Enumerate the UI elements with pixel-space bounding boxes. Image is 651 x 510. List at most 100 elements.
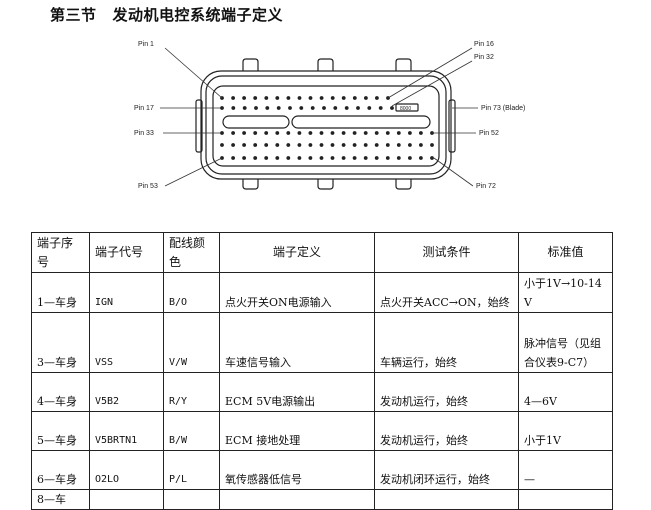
connector-pin bbox=[396, 156, 401, 160]
cell-condition bbox=[374, 489, 519, 510]
connector-pin bbox=[408, 143, 412, 147]
table-header-row: 端子序号 端子代号 配线颜色 端子定义 测试条件 标准值 bbox=[31, 232, 613, 273]
connector-pin bbox=[310, 106, 315, 110]
cell-condition: 车辆运行，始终 bbox=[374, 312, 519, 373]
connector-pin bbox=[231, 131, 236, 135]
connector-pin bbox=[363, 143, 368, 147]
connector-pin bbox=[375, 96, 379, 100]
connector-pin bbox=[297, 143, 302, 147]
connector-pin bbox=[330, 131, 335, 135]
connector-pin bbox=[378, 106, 383, 110]
pin32-label: Pin 32 bbox=[474, 54, 494, 61]
connector-pin bbox=[356, 106, 360, 110]
pin33-label: Pin 33 bbox=[134, 130, 154, 137]
connector-pin bbox=[231, 96, 236, 100]
connector-pin bbox=[352, 131, 357, 135]
connector-pin bbox=[374, 143, 379, 147]
cell-value: 小于1V→10-14V bbox=[518, 272, 613, 313]
cell-condition: 发动机运行，始终 bbox=[374, 372, 519, 412]
connector-pin bbox=[374, 131, 379, 135]
connector-pin bbox=[286, 156, 291, 160]
cell-pin: 4—车身 bbox=[31, 372, 90, 412]
terminal-definition-table: 端子序号 端子代号 配线颜色 端子定义 测试条件 标准值 1—车身 IGN B/… bbox=[31, 232, 613, 510]
cell-definition bbox=[219, 489, 375, 510]
connector-pin bbox=[319, 143, 324, 147]
section-title: 发动机电控系统端子定义 bbox=[112, 6, 284, 24]
connector-pin bbox=[319, 131, 324, 135]
connector-pin bbox=[297, 156, 302, 160]
connector-pin bbox=[275, 143, 280, 147]
connector-pin bbox=[242, 106, 247, 110]
connector-pin bbox=[220, 131, 224, 135]
cell-condition: 发动机闭环运行，始终 bbox=[374, 450, 519, 490]
connector-pin bbox=[253, 96, 258, 100]
connector-pin bbox=[242, 143, 247, 147]
cell-code: V5BRTN1 bbox=[89, 411, 164, 451]
cell-code bbox=[89, 489, 164, 510]
cell-value bbox=[518, 489, 613, 510]
cell-definition: 车速信号输入 bbox=[219, 312, 375, 373]
connector-pin bbox=[254, 106, 258, 110]
connector-diagram: 8000 Pin 1 Pin 16 Pin 32 Pin 17 Pin 73 (… bbox=[134, 41, 525, 190]
table-row: 5—车身 V5BRTN1 B/W ECM 接地处理 发动机运行，始终 小于1V bbox=[31, 411, 613, 451]
connector-pin bbox=[319, 96, 324, 100]
cell-definition: 氧传感器低信号 bbox=[219, 450, 375, 490]
cell-value: 小于1V bbox=[518, 411, 613, 451]
connector-pin bbox=[308, 156, 313, 160]
cell-pin: 8—车 bbox=[31, 489, 90, 510]
pin17-label: Pin 17 bbox=[134, 105, 154, 112]
connector-pin bbox=[352, 143, 357, 147]
connector-pin bbox=[322, 106, 326, 110]
connector-pin bbox=[220, 143, 224, 147]
connector-pin bbox=[264, 131, 269, 135]
connector-pin bbox=[408, 131, 412, 135]
connector-pin bbox=[286, 131, 291, 135]
connector-pin bbox=[253, 156, 258, 160]
cell-pin: 5—车身 bbox=[31, 411, 90, 451]
connector-pin bbox=[231, 156, 236, 160]
connector-pin bbox=[341, 143, 346, 147]
cell-condition: 发动机运行，始终 bbox=[374, 411, 519, 451]
pin1-label: Pin 1 bbox=[138, 41, 154, 48]
pin72-label: Pin 72 bbox=[476, 183, 496, 190]
table-row: 4—车身 V5B2 R/Y ECM 5V电源输出 发动机运行，始终 4—6V bbox=[31, 372, 613, 412]
connector-pin bbox=[363, 131, 368, 135]
connector-pin bbox=[286, 96, 291, 100]
connector-pin bbox=[297, 96, 302, 100]
connector-pin bbox=[352, 96, 357, 100]
connector-pin bbox=[330, 143, 335, 147]
connector-pin bbox=[330, 96, 335, 100]
connector-pin bbox=[308, 143, 313, 147]
connector-pin bbox=[319, 156, 324, 160]
cell-code: VSS bbox=[89, 312, 164, 373]
cell-definition: 点火开关ON电源输入 bbox=[219, 272, 375, 313]
connector-pin bbox=[231, 143, 236, 147]
connector-pin bbox=[286, 143, 291, 147]
connector-pin bbox=[341, 96, 346, 100]
connector-pin bbox=[276, 106, 281, 110]
cell-code: IGN bbox=[89, 272, 164, 313]
cell-color: R/Y bbox=[163, 372, 220, 412]
header-definition: 端子定义 bbox=[219, 232, 375, 273]
cell-pin: 1—车身 bbox=[31, 272, 90, 313]
connector-pin bbox=[408, 156, 412, 160]
connector-pin bbox=[288, 106, 292, 110]
connector-pin bbox=[231, 106, 236, 110]
header-condition: 测试条件 bbox=[374, 232, 519, 273]
pin52-label: Pin 52 bbox=[479, 130, 499, 137]
pin53-label: Pin 53 bbox=[138, 183, 158, 190]
table-row: 6—车身 O2LO P/L 氧传感器低信号 发动机闭环运行，始终 — bbox=[31, 450, 613, 490]
pin16-label: Pin 16 bbox=[474, 41, 494, 48]
connector-pin bbox=[364, 96, 368, 100]
connector-pin bbox=[242, 96, 247, 100]
table-row: 8—车 bbox=[31, 489, 613, 510]
connector-pin bbox=[396, 131, 401, 135]
connector-pin bbox=[385, 156, 390, 160]
cell-condition: 点火开关ACC→ON，始终 bbox=[374, 272, 519, 313]
connector-pin bbox=[419, 131, 423, 135]
connector-pin bbox=[430, 143, 434, 147]
cell-color bbox=[163, 489, 220, 510]
header-color: 配线颜色 bbox=[163, 232, 220, 273]
connector-pin bbox=[264, 143, 269, 147]
connector-pin bbox=[297, 131, 302, 135]
